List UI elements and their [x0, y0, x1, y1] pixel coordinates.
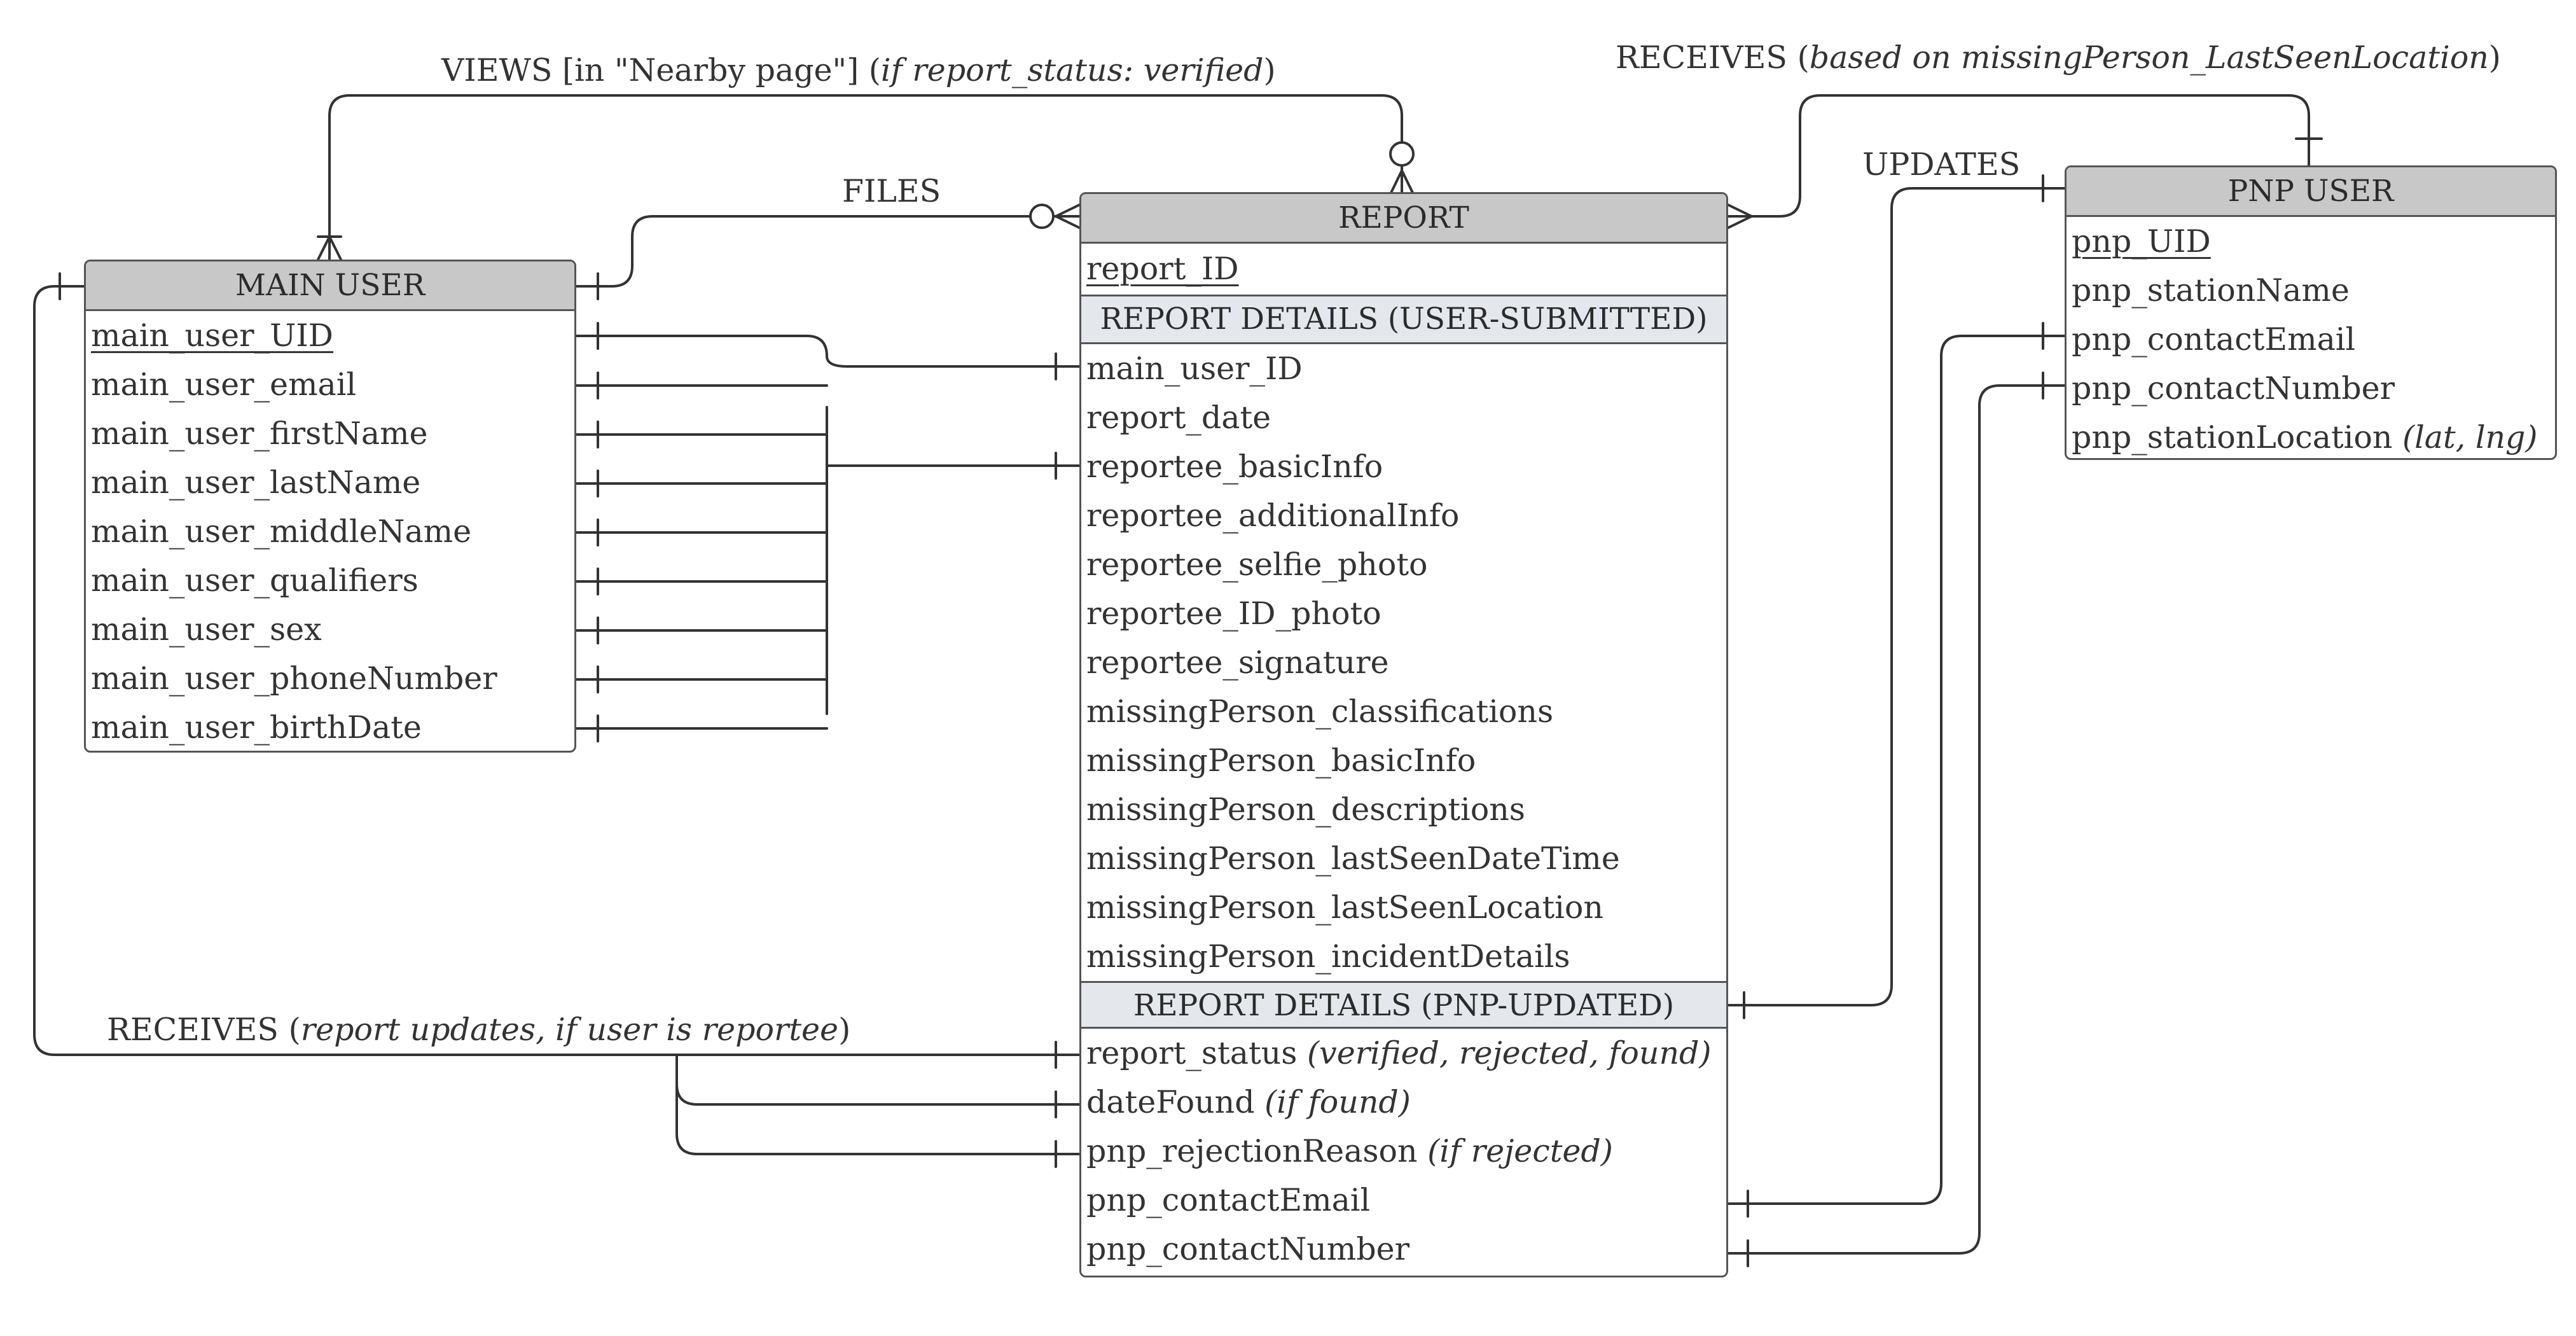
pnp-user-title: PNP USER: [2067, 167, 2555, 217]
files-label-text: FILES: [842, 173, 941, 209]
report-pnp-updated-header: REPORT DETAILS (PNP-UPDATED): [1081, 981, 1726, 1029]
report-pnp-fields: report_status (verified, rejected, found…: [1081, 1029, 1726, 1274]
field-name: pnp_contactNumber: [2072, 370, 2395, 407]
receives-user-branch: [675, 1054, 1083, 1155]
receives-pnp-label-suffix: ): [2488, 39, 2501, 76]
report-user-field: missingPerson_basicInfo: [1086, 742, 1476, 779]
receives-user-label-suffix: ): [838, 1012, 851, 1048]
views-label-suffix: ): [1263, 52, 1276, 88]
views-zero-circle: [1389, 141, 1415, 167]
field-name: pnp_rejectionReason: [1086, 1133, 1428, 1169]
main-user-pk-label: main_user_UID: [91, 317, 333, 354]
pnp-user-field: pnp_contactEmail: [2067, 315, 2555, 364]
receives-pnp-connector: [1727, 94, 2310, 218]
main-user-field: main_user_lastName: [91, 464, 421, 501]
main-user-field: main_user_phoneNumber: [91, 660, 497, 697]
pnp-user-field: pnp_stationLocation (lat, lng): [2067, 413, 2555, 458]
info-field-connectors: [575, 372, 828, 742]
files-relationship-label: FILES: [842, 173, 941, 209]
report-pnp-field: report_status (verified, rejected, found…: [1081, 1029, 1726, 1078]
field-name: pnp_stationLocation: [2072, 419, 2402, 456]
receives-user-label-text: RECEIVES (: [107, 1012, 301, 1048]
receives-user-label-italic: report updates, if user is reportee: [300, 1012, 839, 1048]
main-user-field: main_user_sex: [91, 611, 322, 648]
number-connector: [1727, 384, 2066, 1255]
field-note: (if found): [1264, 1084, 1411, 1120]
field-name: pnp_contactEmail: [1086, 1182, 1371, 1218]
report-user-submitted-header: REPORT DETAILS (USER-SUBMITTED): [1081, 296, 1726, 344]
pnp-user-entity: PNP USER pnp_UID pnp_stationName pnp_con…: [2065, 165, 2557, 460]
report-user-field: reportee_signature: [1086, 644, 1389, 681]
pnp-user-fields: pnp_stationName pnp_contactEmail pnp_con…: [2067, 266, 2555, 458]
pnp-user-pk-label: pnp_UID: [2072, 223, 2211, 260]
main-user-entity: MAIN USER main_user_UID main_user_email …: [84, 260, 576, 753]
main-user-field: main_user_qualifiers: [91, 562, 419, 599]
receives-user-relationship-label: RECEIVES (report updates, if user is rep…: [107, 1012, 850, 1048]
report-user-field: missingPerson_lastSeenLocation: [1086, 889, 1603, 926]
report-pnp-field: pnp_contactNumber: [1081, 1225, 1726, 1274]
pnp-user-field: pnp_contactNumber: [2067, 364, 2555, 413]
field-name: report_status: [1086, 1035, 1307, 1071]
report-user-field: missingPerson_incidentDetails: [1086, 938, 1570, 975]
receives-user-connector: [33, 285, 1083, 1056]
report-pnp-field: pnp_contactEmail: [1081, 1176, 1726, 1225]
views-crowfoot-main-user: [317, 235, 342, 261]
report-pk-field: report_ID: [1081, 244, 1726, 296]
receives-pnp-crowfoot: [1727, 204, 1753, 229]
field-name: pnp_contactEmail: [2072, 321, 2356, 358]
views-relationship-label: VIEWS [in "Nearby page"] (if report_stat…: [441, 52, 1276, 88]
receives-pnp-label-text: RECEIVES (: [1616, 39, 1810, 76]
pnp-user-pk-field: pnp_UID: [2067, 217, 2555, 266]
views-crowfoot-report: [1389, 169, 1415, 195]
main-user-field: main_user_email: [91, 366, 357, 403]
report-pnp-field: dateFound (if found): [1081, 1078, 1726, 1127]
updates-label-text: UPDATES: [1862, 146, 2021, 183]
updates-relationship-label: UPDATES: [1862, 146, 2020, 183]
uid-connector: [575, 335, 1083, 368]
report-pnp-field: pnp_rejectionReason (if rejected): [1081, 1127, 1726, 1176]
views-connector: [328, 94, 1403, 261]
field-name: pnp_stationName: [2072, 272, 2350, 309]
report-user-field: main_user_ID: [1086, 351, 1303, 387]
report-user-field: missingPerson_classifications: [1086, 693, 1554, 730]
views-label-text: VIEWS [in "Nearby page"] (: [441, 52, 881, 88]
email-connector: [1727, 335, 2066, 1205]
report-user-field: reportee_selfie_photo: [1086, 546, 1428, 583]
report-user-field: report_date: [1086, 400, 1271, 436]
report-user-field: missingPerson_lastSeenDateTime: [1086, 840, 1620, 877]
report-entity: REPORT report_ID REPORT DETAILS (USER-SU…: [1079, 192, 1728, 1277]
main-user-field: main_user_middleName: [91, 513, 472, 550]
files-zero-circle: [1029, 204, 1055, 229]
report-user-field: missingPerson_descriptions: [1086, 791, 1525, 828]
report-user-field: reportee_basicInfo: [1086, 449, 1383, 485]
main-user-pk-field: main_user_UID: [86, 311, 574, 360]
main-user-fields: main_user_email main_user_firstName main…: [86, 360, 574, 751]
pnp-user-field: pnp_stationName: [2067, 266, 2555, 315]
views-label-italic: if report_status: verified: [880, 52, 1264, 88]
files-connector: [575, 215, 1083, 288]
main-user-field: main_user_firstName: [91, 415, 428, 452]
field-name: dateFound: [1086, 1084, 1265, 1120]
field-note: (lat, lng): [2402, 419, 2538, 456]
receives-pnp-label-italic: based on missingPerson_LastSeenLocation: [1809, 39, 2489, 76]
main-user-title: MAIN USER: [86, 261, 574, 311]
field-note: (if rejected): [1427, 1133, 1613, 1169]
updates-connector: [1727, 187, 2066, 1006]
report-user-fields: main_user_ID report_date reportee_basicI…: [1081, 344, 1726, 981]
receives-pnp-relationship-label: RECEIVES (based on missingPerson_LastSee…: [1616, 39, 2501, 76]
field-note: (verified, rejected, found): [1306, 1035, 1712, 1071]
field-name: pnp_contactNumber: [1086, 1231, 1410, 1267]
report-title: REPORT: [1081, 194, 1726, 244]
report-pk-label: report_ID: [1086, 251, 1239, 287]
main-user-field: main_user_birthDate: [91, 709, 422, 746]
report-user-field: reportee_additionalInfo: [1086, 498, 1460, 534]
files-crowfoot-report: [1055, 204, 1081, 229]
report-user-field: reportee_ID_photo: [1086, 595, 1381, 632]
